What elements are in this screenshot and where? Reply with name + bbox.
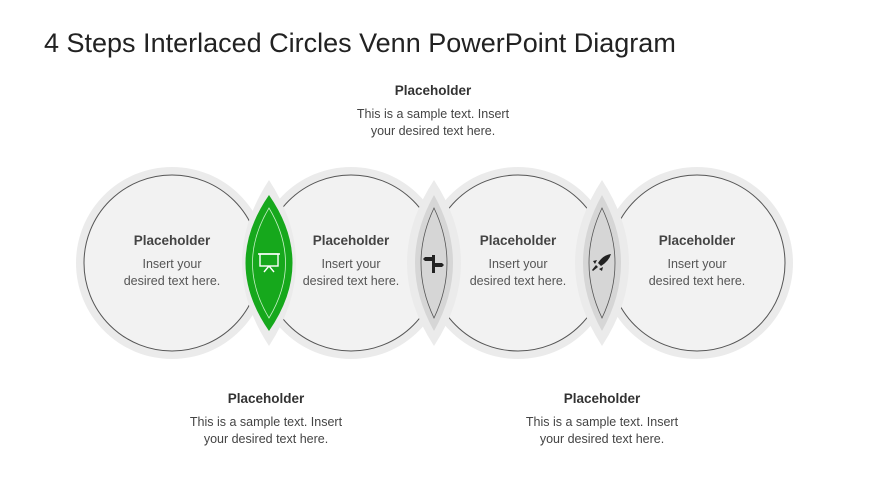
circle-text: Insert your desired text here. <box>302 257 400 288</box>
circle-heading: Placeholder <box>479 233 557 248</box>
circle-1-text: Placeholder Insert your desired text her… <box>72 233 272 290</box>
callout-heading: Placeholder <box>227 391 305 406</box>
circle-4-text: Placeholder Insert your desired text her… <box>597 233 797 290</box>
callout-heading: Placeholder <box>394 83 472 98</box>
callout-text: This is a sample text. Insert your desir… <box>525 415 679 446</box>
lens-2 <box>415 195 453 331</box>
circle-heading: Placeholder <box>133 233 211 248</box>
circle-2-text: Placeholder Insert your desired text her… <box>251 233 451 290</box>
bottom-callout-1: Placeholder This is a sample text. Inser… <box>166 391 366 448</box>
bottom-callout-2: Placeholder This is a sample text. Inser… <box>502 391 702 448</box>
lens-1 <box>245 195 293 331</box>
presentation-board-icon <box>258 253 280 273</box>
circle-text: Insert your desired text here. <box>123 257 221 288</box>
circle-heading: Placeholder <box>658 233 736 248</box>
callout-text: This is a sample text. Insert your desir… <box>356 107 510 138</box>
rocket-icon <box>592 254 611 271</box>
circle-text: Insert your desired text here. <box>469 257 567 288</box>
circle-3-text: Placeholder Insert your desired text her… <box>418 233 618 290</box>
callout-text: This is a sample text. Insert your desir… <box>189 415 343 446</box>
lens-3 <box>583 195 621 331</box>
callout-heading: Placeholder <box>563 391 641 406</box>
circle-text: Insert your desired text here. <box>648 257 746 288</box>
circle-heading: Placeholder <box>312 233 390 248</box>
page-title: 4 Steps Interlaced Circles Venn PowerPoi… <box>44 28 676 58</box>
top-callout: Placeholder This is a sample text. Inser… <box>333 83 533 140</box>
signpost-icon <box>423 255 444 273</box>
